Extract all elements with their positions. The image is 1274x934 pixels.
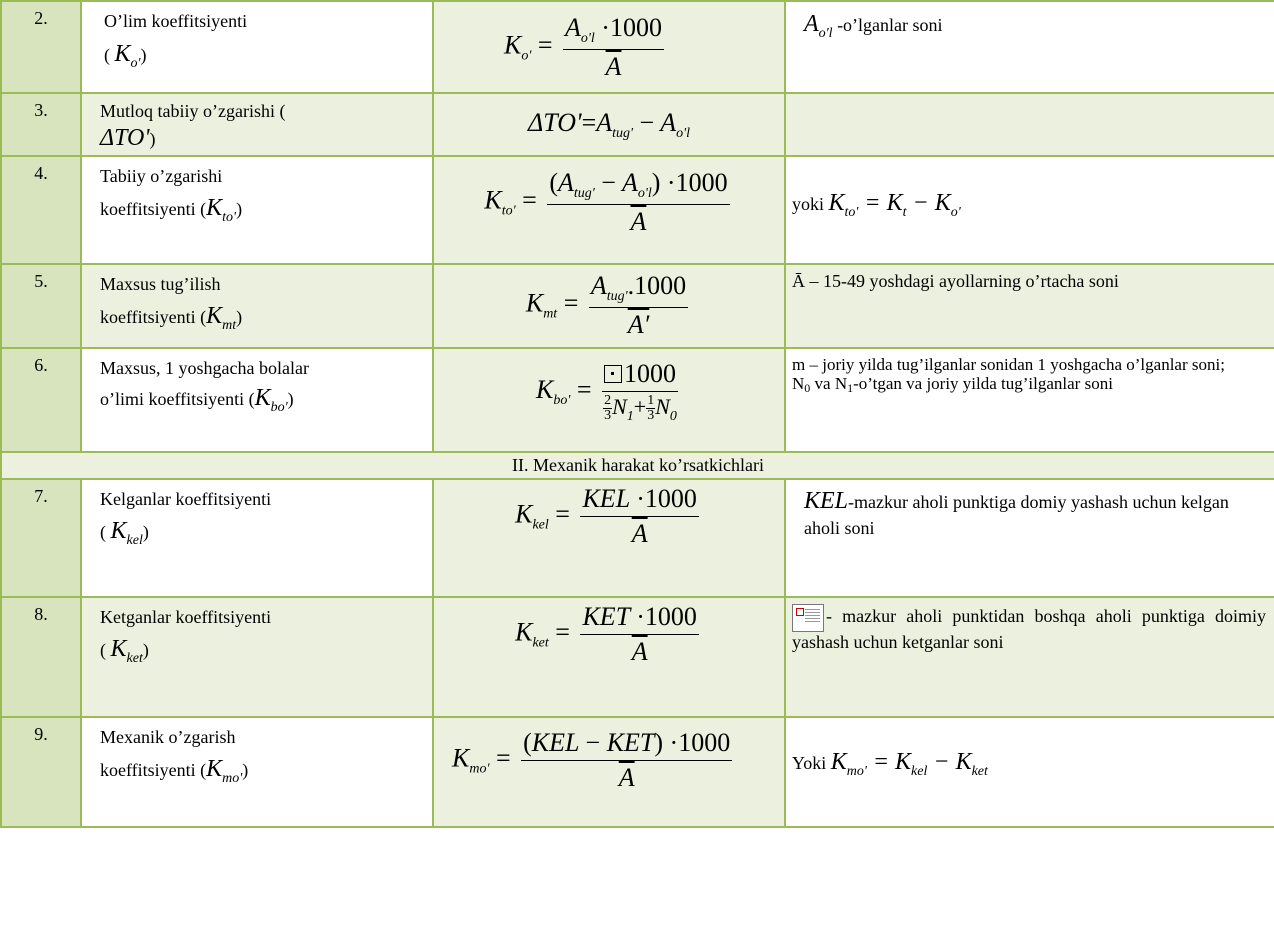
note-cell: m – joriy yilda tug’ilganlar sonidan 1 y… (784, 346, 1274, 453)
indicator-name: Mexanik o’zgarish koeffitsiyenti (Kmo') (80, 715, 434, 828)
note-cell: Yoki Kmo' = Kkel − Kket (784, 715, 1274, 828)
broken-image-icon (792, 603, 824, 632)
note-cell: Ā – 15-49 yoshdagi ayollarning o’rtacha … (784, 262, 1274, 349)
row-number: 4. (0, 154, 82, 265)
row-number: 3. (0, 92, 82, 157)
section-title: II. Mexanik harakat ko’rsatkichlari (0, 450, 1274, 480)
table-row: 2. O’lim koeffitsiyenti ( Ko') Ko' = Ao'… (0, 0, 1274, 94)
row-number: 5. (0, 262, 82, 349)
table-row: 7. Kelganlar koeffitsiyenti ( Kkel) Kkel… (0, 477, 1274, 598)
formula-cell: ΔTO'=Atug' − Ao'l (432, 92, 786, 157)
note-cell: - mazkur aholi punktidan boshqa aholi pu… (784, 595, 1274, 718)
table-row: 8. Ketganlar koeffitsiyenti ( Kket) Kket… (0, 595, 1274, 718)
table-row: 4. Tabiiy o’zgarishi koeffitsiyenti (Kto… (0, 154, 1274, 265)
row-number: 6. (0, 346, 82, 453)
table-row: 9. Mexanik o’zgarish koeffitsiyenti (Kmo… (0, 715, 1274, 828)
note-cell (784, 92, 1274, 157)
missing-glyph-icon (604, 364, 622, 383)
indicator-name: Mutloq tabiiy o’zgarishi ( ΔTO') (80, 92, 434, 157)
indicator-name: Maxsus, 1 yoshgacha bolalar o’limi koeff… (80, 346, 434, 453)
table-row: II. Mexanik harakat ko’rsatkichlari (0, 450, 1274, 480)
row-number: 8. (0, 595, 82, 718)
row-number: 9. (0, 715, 82, 828)
note-cell: yoki Kto' = Kt − Ko' (784, 154, 1274, 265)
note-cell: KEL-mazkur aholi punktiga domiy yashash … (784, 477, 1274, 598)
indicator-name: Maxsus tug’ilish koeffitsiyenti (Kmt) (80, 262, 434, 349)
indicator-name: Kelganlar koeffitsiyenti ( Kkel) (80, 477, 434, 598)
indicator-name: Tabiiy o’zgarishi koeffitsiyenti (Kto') (80, 154, 434, 265)
indicator-name: Ketganlar koeffitsiyenti ( Kket) (80, 595, 434, 718)
table-row: 3. Mutloq tabiiy o’zgarishi ( ΔTO') ΔTO'… (0, 92, 1274, 157)
indicator-name: O’lim koeffitsiyenti ( Ko') (80, 0, 434, 94)
demography-table: 2. O’lim koeffitsiyenti ( Ko') Ko' = Ao'… (0, 0, 1274, 828)
table-row: 5. Maxsus tug’ilish koeffitsiyenti (Kmt)… (0, 262, 1274, 349)
row-number: 2. (0, 0, 82, 94)
table-row: 6. Maxsus, 1 yoshgacha bolalar o’limi ko… (0, 346, 1274, 453)
row-number: 7. (0, 477, 82, 598)
note-cell: Ao'l -o’lganlar soni (784, 0, 1274, 94)
